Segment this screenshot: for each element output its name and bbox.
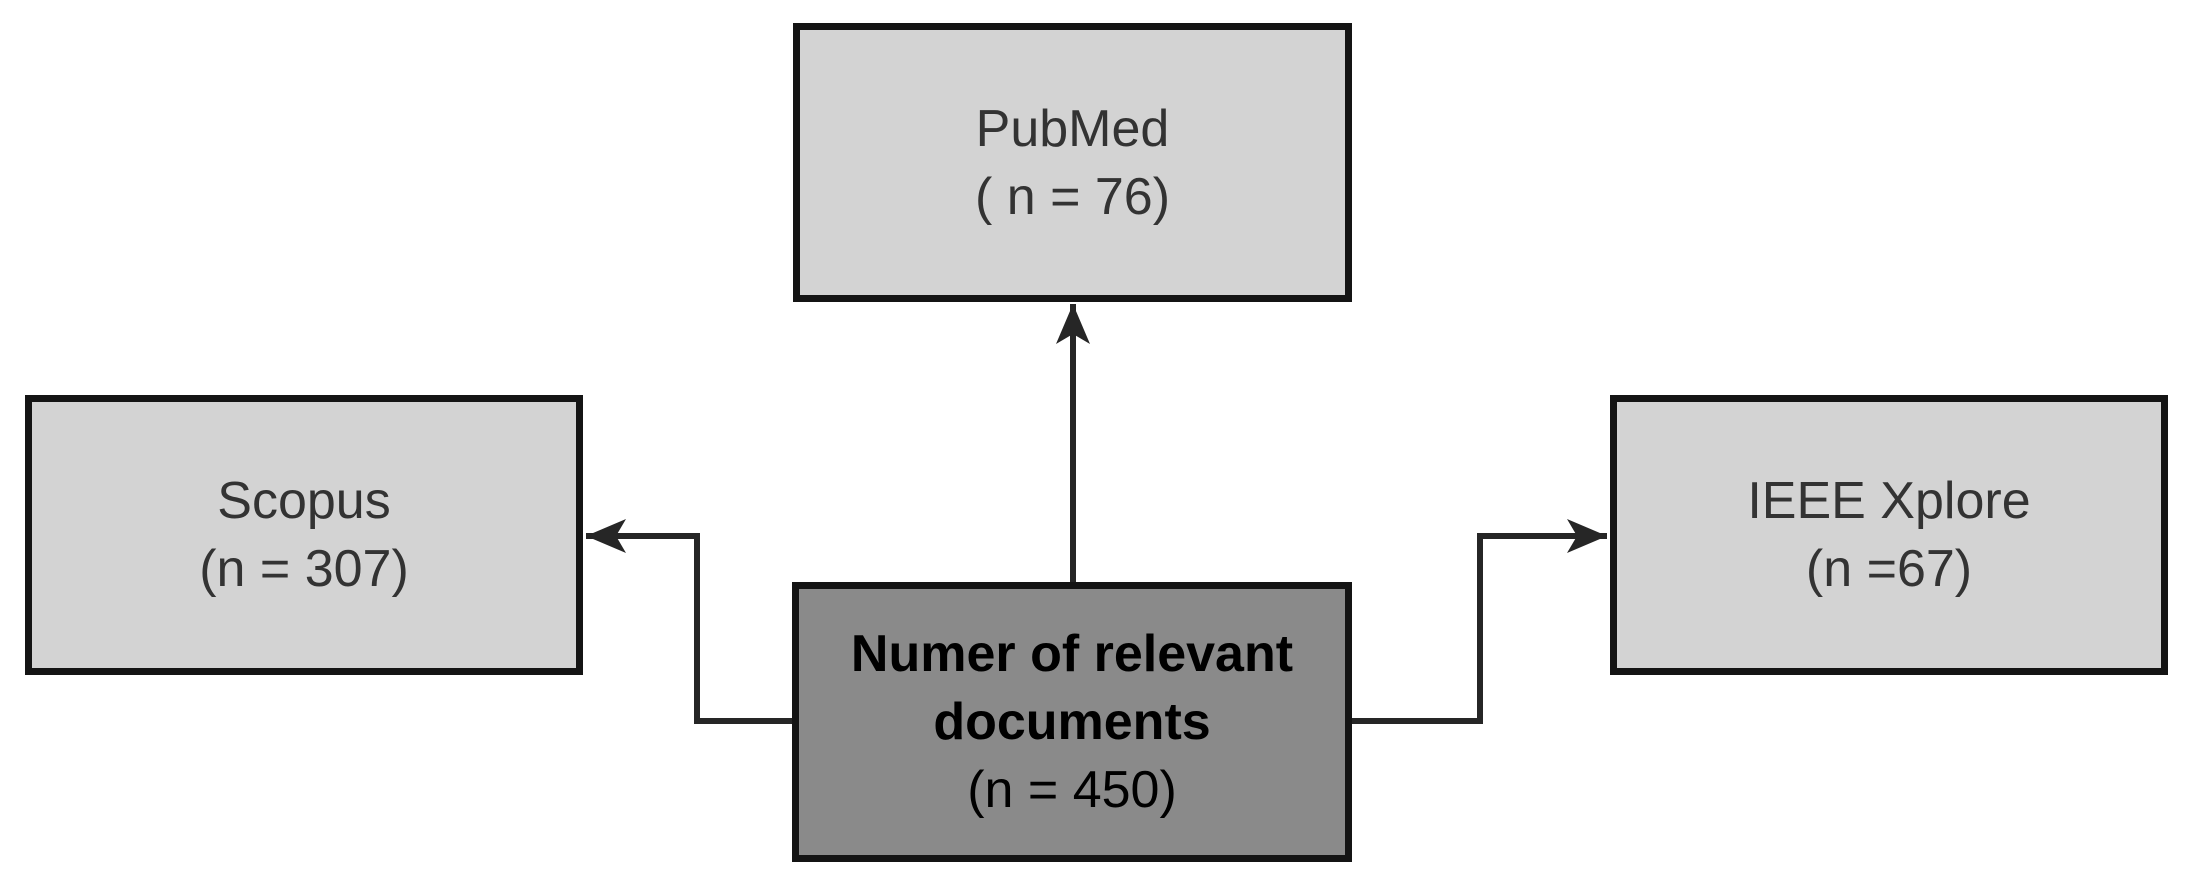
node-relevant-documents: Numer of relevant documents (n = 450) (792, 582, 1352, 862)
node-scopus-count: (n = 307) (199, 540, 409, 598)
node-pubmed-count: ( n = 76) (974, 167, 1171, 226)
node-ieee-xplore-title: IEEE Xplore (1747, 472, 2031, 530)
arrow-center-to-scopus (586, 519, 792, 724)
node-scopus-title: Scopus (217, 472, 391, 530)
arrow-center-to-ieee (1352, 519, 1607, 724)
node-pubmed-title: PubMed (975, 99, 1170, 158)
node-relevant-documents-title-line1: Numer of relevant (850, 625, 1294, 683)
node-pubmed: PubMed ( n = 76) (793, 23, 1352, 302)
node-scopus: Scopus (n = 307) (25, 395, 583, 675)
node-ieee-xplore: IEEE Xplore (n =67) (1610, 395, 2168, 675)
node-relevant-documents-title-line2: documents (933, 693, 1211, 751)
node-ieee-xplore-count: (n =67) (1805, 540, 1973, 598)
node-relevant-documents-count: (n = 450) (967, 761, 1177, 819)
